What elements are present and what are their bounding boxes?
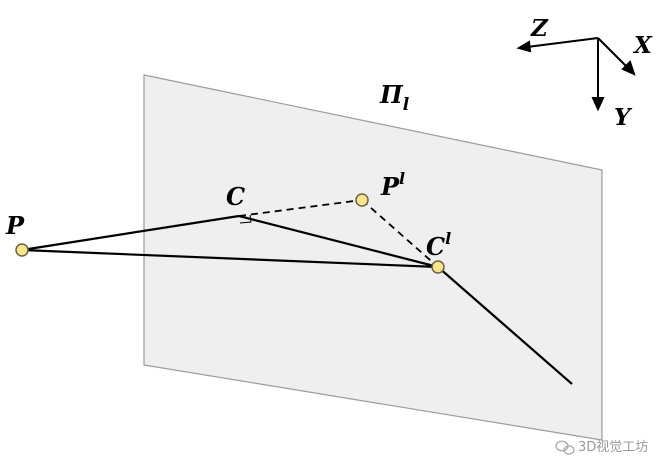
point-p (15, 243, 29, 257)
y-axis-label: Y (614, 104, 633, 131)
label-cl: Cl (426, 229, 451, 261)
x-axis-label: X (632, 32, 653, 59)
y-axis-arrowhead (591, 97, 605, 112)
z-axis-arrowhead (516, 40, 532, 53)
point-pl (355, 193, 369, 207)
dashed-c-to-pl (238, 199, 363, 217)
right-angle-marker (239, 214, 252, 224)
label-p: P (5, 211, 25, 240)
image-plane (143, 74, 603, 441)
z-axis-line (526, 37, 599, 48)
watermark: 3D视觉工坊 (555, 440, 648, 455)
wechat-icon (555, 440, 575, 455)
optical-axis-c-to-cl (238, 214, 439, 269)
watermark-text: 3D视觉工坊 (578, 440, 648, 455)
camera-axes (516, 37, 636, 112)
point-cl (431, 260, 445, 274)
plane-label: Πl (379, 80, 410, 115)
z-axis-label: Z (530, 15, 549, 42)
ray-p-to-cl (21, 248, 439, 269)
x-axis-line (597, 37, 629, 69)
dashed-pl-to-cl (361, 199, 439, 268)
x-axis-arrowhead (621, 60, 636, 76)
ray-p-to-c (21, 214, 240, 252)
label-c: C (226, 182, 245, 211)
label-pl: Pl (380, 169, 405, 201)
ray-cl-extension (437, 266, 573, 385)
